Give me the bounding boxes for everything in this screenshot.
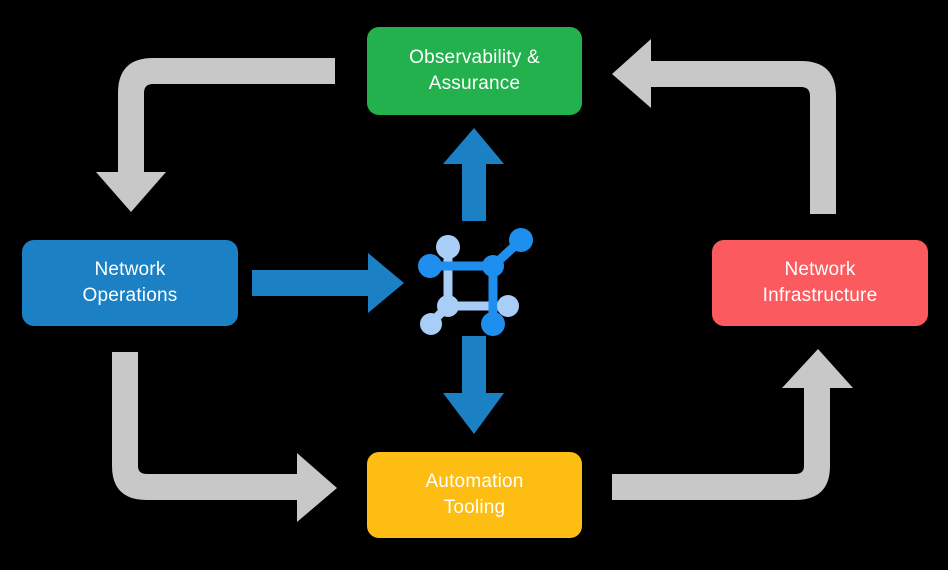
- node-label-automation-tooling: Automation Tooling: [425, 470, 524, 518]
- blue-arrow-center-to-observability: [443, 128, 504, 221]
- node-box-observability[interactable]: Observability & Assurance: [367, 27, 582, 115]
- node-box-automation-tooling[interactable]: Automation Tooling: [367, 452, 582, 538]
- node-box-network-infrastructure[interactable]: Network Infrastructure: [712, 240, 928, 326]
- node-label-observability: Observability & Assurance: [409, 46, 540, 94]
- network-topology-icon: [418, 228, 533, 336]
- blue-arrow-operations-to-center: [252, 253, 404, 313]
- gray-arrow-operations-to-automation: [112, 352, 337, 522]
- node-label-network-operations: Network Operations: [82, 258, 178, 306]
- node-label-network-infrastructure: Network Infrastructure: [762, 258, 878, 306]
- gray-arrow-observability-to-operations: [96, 58, 335, 212]
- node-box-network-operations[interactable]: Network Operations: [22, 240, 238, 326]
- gray-arrow-automation-to-infrastructure: [612, 349, 853, 500]
- gray-arrow-infrastructure-to-observability: [612, 39, 836, 214]
- blue-arrow-center-to-automation: [443, 336, 504, 434]
